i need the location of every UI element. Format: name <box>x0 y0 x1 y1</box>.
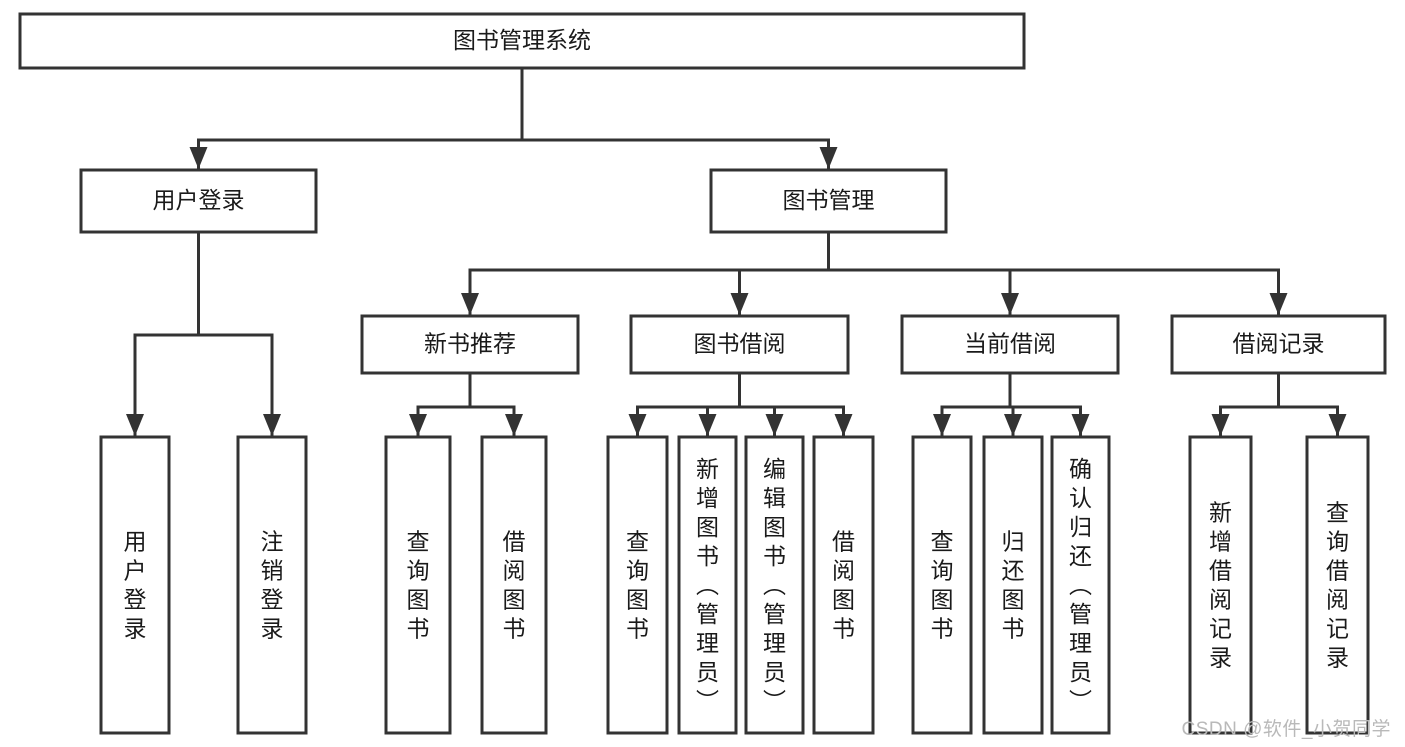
node-leaf-11[interactable]: 新增借阅记录 <box>1188 435 1253 735</box>
arrow-head <box>126 414 144 436</box>
arrow-head <box>263 414 281 436</box>
node-leaf-0[interactable]: 用户登录 <box>99 435 171 735</box>
node-box[interactable] <box>99 435 171 735</box>
node-level3-0[interactable]: 新书推荐 <box>360 314 580 375</box>
node-box[interactable] <box>480 435 548 735</box>
node-leaf-3[interactable]: 借阅图书 <box>480 435 548 735</box>
node-box[interactable] <box>677 435 738 735</box>
arrow-head <box>730 293 749 315</box>
node-level3-3[interactable]: 借阅记录 <box>1170 314 1387 375</box>
node-box[interactable] <box>236 435 308 735</box>
node-label: 查询图书 <box>407 529 430 642</box>
arrow-head <box>1269 293 1288 315</box>
node-box[interactable] <box>911 435 973 735</box>
node-leaf-2[interactable]: 查询图书 <box>384 435 452 735</box>
node-label: 用户登录 <box>124 529 147 642</box>
node-label: 查询借阅记录 <box>1326 500 1349 671</box>
node-label: 图书管理系统 <box>453 27 591 53</box>
node-label: 新书推荐 <box>424 331 516 357</box>
node-label: 确认归还︵管理员︶ <box>1069 456 1092 714</box>
arrow-head <box>1328 414 1347 436</box>
node-label: 图书管理 <box>783 187 875 213</box>
node-label: 新增图书︵管理员︶ <box>696 456 719 714</box>
node-leaf-10[interactable]: 确认归还︵管理员︶ <box>1050 435 1111 735</box>
node-layer: 图书管理系统用户登录图书管理新书推荐图书借阅当前借阅借阅记录用户登录注销登录查询… <box>18 12 1387 735</box>
arrow-head <box>933 414 951 436</box>
node-label: 注销登录 <box>261 529 284 642</box>
arrow-head <box>1071 414 1090 436</box>
arrow-head <box>505 414 523 436</box>
arrow-head <box>461 293 479 315</box>
node-box[interactable] <box>606 435 669 735</box>
node-leaf-5[interactable]: 新增图书︵管理员︶ <box>677 435 738 735</box>
arrow-head <box>1001 293 1019 315</box>
node-box[interactable] <box>79 168 318 234</box>
node-leaf-12[interactable]: 查询借阅记录 <box>1305 435 1370 735</box>
node-label: 查询图书 <box>931 529 954 642</box>
node-label: 查询图书 <box>626 529 649 642</box>
node-label: 借阅图书 <box>832 529 855 642</box>
node-label: 图书借阅 <box>694 331 786 357</box>
node-box[interactable] <box>900 314 1120 375</box>
node-label: 新增借阅记录 <box>1209 500 1232 671</box>
node-leaf-7[interactable]: 借阅图书 <box>812 435 875 735</box>
node-box[interactable] <box>709 168 948 234</box>
arrow-head <box>765 414 784 436</box>
node-box[interactable] <box>1305 435 1370 735</box>
node-box[interactable] <box>629 314 850 375</box>
node-leaf-4[interactable]: 查询图书 <box>606 435 669 735</box>
arrow-head <box>819 147 838 169</box>
node-label: 编辑图书︵管理员︶ <box>763 456 786 714</box>
node-label: 用户登录 <box>153 187 245 213</box>
node-box[interactable] <box>982 435 1044 735</box>
connector-layer <box>126 66 1347 438</box>
watermark-text: CSDN @软件_小贺同学 <box>1181 719 1391 740</box>
arrow-head <box>834 414 853 436</box>
node-box[interactable] <box>18 12 1026 70</box>
node-label: 借阅记录 <box>1233 331 1325 357</box>
node-label: 归还图书 <box>1002 529 1025 642</box>
arrow-head <box>1211 414 1230 436</box>
node-level2-1[interactable]: 图书管理 <box>709 168 948 234</box>
node-leaf-9[interactable]: 归还图书 <box>982 435 1044 735</box>
arrow-head <box>189 147 208 169</box>
arrow-head <box>628 414 647 436</box>
node-box[interactable] <box>1188 435 1253 735</box>
node-level3-2[interactable]: 当前借阅 <box>900 314 1120 375</box>
node-box[interactable] <box>1050 435 1111 735</box>
node-box[interactable] <box>744 435 805 735</box>
node-label: 当前借阅 <box>964 331 1056 357</box>
arrow-head <box>1004 414 1022 436</box>
node-leaf-8[interactable]: 查询图书 <box>911 435 973 735</box>
node-leaf-1[interactable]: 注销登录 <box>236 435 308 735</box>
node-level2-0[interactable]: 用户登录 <box>79 168 318 234</box>
node-box[interactable] <box>812 435 875 735</box>
node-level3-1[interactable]: 图书借阅 <box>629 314 850 375</box>
node-box[interactable] <box>360 314 580 375</box>
node-box[interactable] <box>384 435 452 735</box>
arrow-head <box>409 414 427 436</box>
node-box[interactable] <box>1170 314 1387 375</box>
arrow-head <box>698 414 717 436</box>
node-root-图书管理系统[interactable]: 图书管理系统 <box>18 12 1026 70</box>
node-label: 借阅图书 <box>503 529 526 642</box>
node-leaf-6[interactable]: 编辑图书︵管理员︶ <box>744 435 805 735</box>
